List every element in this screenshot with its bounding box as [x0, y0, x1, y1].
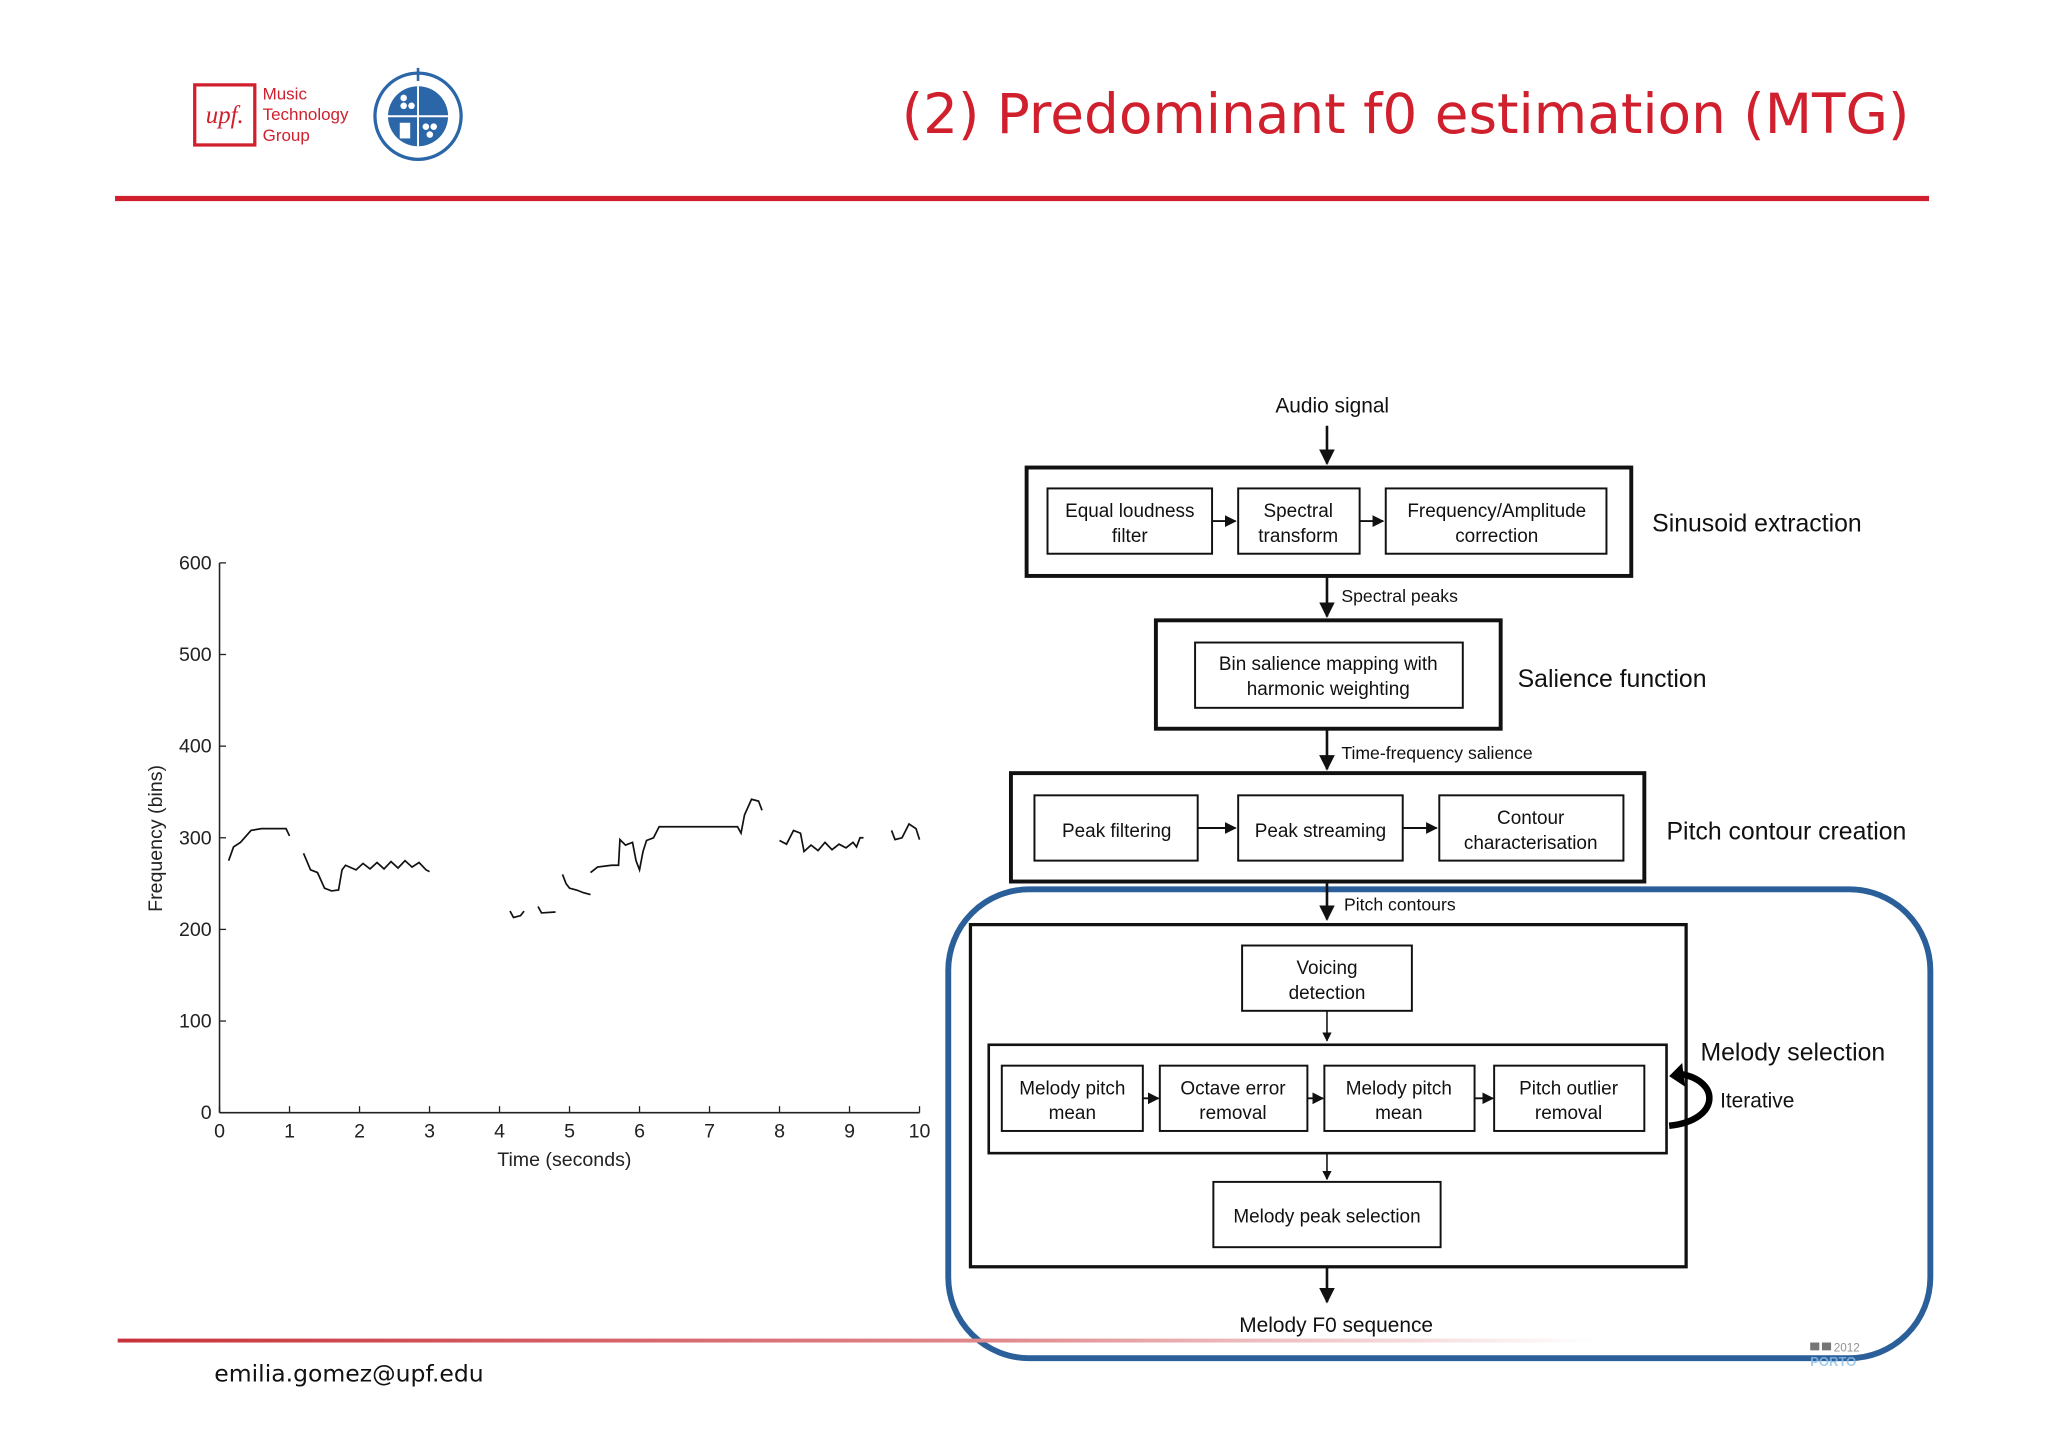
output-label: Melody F0 sequence — [1239, 1314, 1433, 1337]
upf-logo-text: upf. — [206, 102, 244, 129]
box-text: detection — [1289, 983, 1366, 1004]
stage-label: Sinusoid extraction — [1652, 511, 1862, 538]
melody-selection-frame — [945, 886, 1934, 1362]
x-tick-label: 4 — [494, 1120, 505, 1142]
y-tick-label: 300 — [179, 827, 212, 849]
flow-label-pitch-contours: Pitch contours — [1344, 894, 1456, 914]
upf-mtg-logo: upf. Music Technology Group — [193, 83, 349, 147]
x-tick-label: 0 — [214, 1120, 225, 1142]
x-tick-label: 6 — [634, 1120, 645, 1142]
stage-melody-selection: Voicing detection Melody pitch mean Octa… — [968, 922, 1885, 1269]
stage-label: Melody selection — [1700, 1039, 1885, 1066]
stage-label: Pitch contour creation — [1667, 819, 1907, 846]
pitch-contour-segment — [590, 798, 763, 874]
footer-divider — [117, 1338, 1594, 1343]
box-octave-error-removal: Octave error — [1180, 1078, 1285, 1099]
svg-text:2012: 2012 — [1834, 1342, 1860, 1355]
y-tick-label: 0 — [201, 1102, 212, 1124]
y-tick-label: 500 — [179, 644, 212, 666]
pitch-contour-segment — [227, 827, 291, 861]
stage-pitch-contour-creation: Peak filtering Peak streaming Contour ch… — [1008, 771, 1907, 884]
y-tick-label: 600 — [179, 552, 212, 574]
pitch-contour-segment — [537, 906, 556, 914]
box-equal-loudness: Equal loudness — [1065, 501, 1194, 522]
box-melody-pitch-mean-2: Melody pitch — [1346, 1078, 1452, 1099]
x-tick-label: 9 — [844, 1120, 855, 1142]
box-text: correction — [1455, 526, 1538, 547]
box-freq-amp-correction: Frequency/Amplitude — [1407, 501, 1586, 522]
box-peak-streaming: Peak streaming — [1255, 821, 1386, 842]
x-tick-label: 5 — [564, 1120, 575, 1142]
iterative-loop-arrow-icon — [1668, 1070, 1713, 1129]
box-text: filter — [1112, 526, 1148, 547]
stage-label: Salience function — [1518, 666, 1707, 693]
box-text: transform — [1258, 526, 1338, 547]
x-tick-label: 7 — [704, 1120, 715, 1142]
box-text: mean — [1049, 1103, 1096, 1124]
pitch-contour-segment — [509, 910, 525, 919]
box-text: harmonic weighting — [1247, 679, 1410, 700]
svg-text:PORTO: PORTO — [1810, 1354, 1856, 1369]
pitch-contour-segment — [302, 853, 430, 892]
box-bin-salience: Bin salience mapping with — [1219, 654, 1438, 675]
porto-2012-watermark: 2012 PORTO — [1810, 1342, 1860, 1369]
box-peak-filtering: Peak filtering — [1062, 821, 1171, 842]
x-tick-label: 8 — [774, 1120, 785, 1142]
footer-email: emilia.gomez@upf.edu — [214, 1360, 483, 1388]
x-tick-label: 3 — [424, 1120, 435, 1142]
iterative-label: Iterative — [1720, 1089, 1794, 1112]
y-tick-label: 100 — [179, 1011, 212, 1033]
box-text: mean — [1375, 1103, 1422, 1124]
y-axis-label: Frequency (bins) — [145, 765, 167, 912]
x-tick-label: 10 — [909, 1120, 931, 1142]
box-contour-characterisation: Contour — [1497, 808, 1564, 829]
y-tick-label: 400 — [179, 736, 212, 758]
flow-label-salience: Time-frequency salience — [1341, 743, 1533, 763]
stage-salience-function: Bin salience mapping with harmonic weigh… — [1153, 618, 1707, 731]
logo-line-2: Technology — [263, 105, 349, 124]
box-text: characterisation — [1464, 833, 1598, 854]
input-label: Audio signal — [1275, 395, 1389, 418]
x-tick-label: 1 — [284, 1120, 295, 1142]
box-text: removal — [1199, 1103, 1266, 1124]
box-pitch-outlier-removal: Pitch outlier — [1519, 1078, 1618, 1099]
logo-line-1: Music — [263, 84, 308, 103]
y-tick-label: 200 — [179, 919, 212, 941]
header-divider — [115, 195, 1930, 202]
logo-line-3: Group — [263, 126, 310, 145]
x-axis-label: Time (seconds) — [497, 1149, 631, 1171]
box-voicing-detection: Voicing — [1296, 958, 1357, 979]
pipeline-diagram: Audio signal Equal loudness filter Spect… — [945, 395, 1934, 1362]
box-text: removal — [1535, 1103, 1602, 1124]
box-melody-peak-selection: Melody peak selection — [1233, 1206, 1420, 1227]
pitch-contour-segment — [779, 829, 864, 854]
page-title: (2) Predominant f0 estimation (MTG) — [902, 82, 1910, 146]
box-melody-pitch-mean-1: Melody pitch — [1019, 1078, 1125, 1099]
flow-label-spectral-peaks: Spectral peaks — [1341, 586, 1458, 606]
x-tick-label: 2 — [354, 1120, 365, 1142]
stage-sinusoid-extraction: Equal loudness filter Spectral transform… — [1024, 465, 1862, 578]
box-spectral-transform: Spectral — [1264, 501, 1333, 522]
university-seal-logo — [373, 67, 463, 161]
pitch-contour-segment — [890, 822, 921, 841]
pitch-contour-segment — [561, 874, 591, 896]
